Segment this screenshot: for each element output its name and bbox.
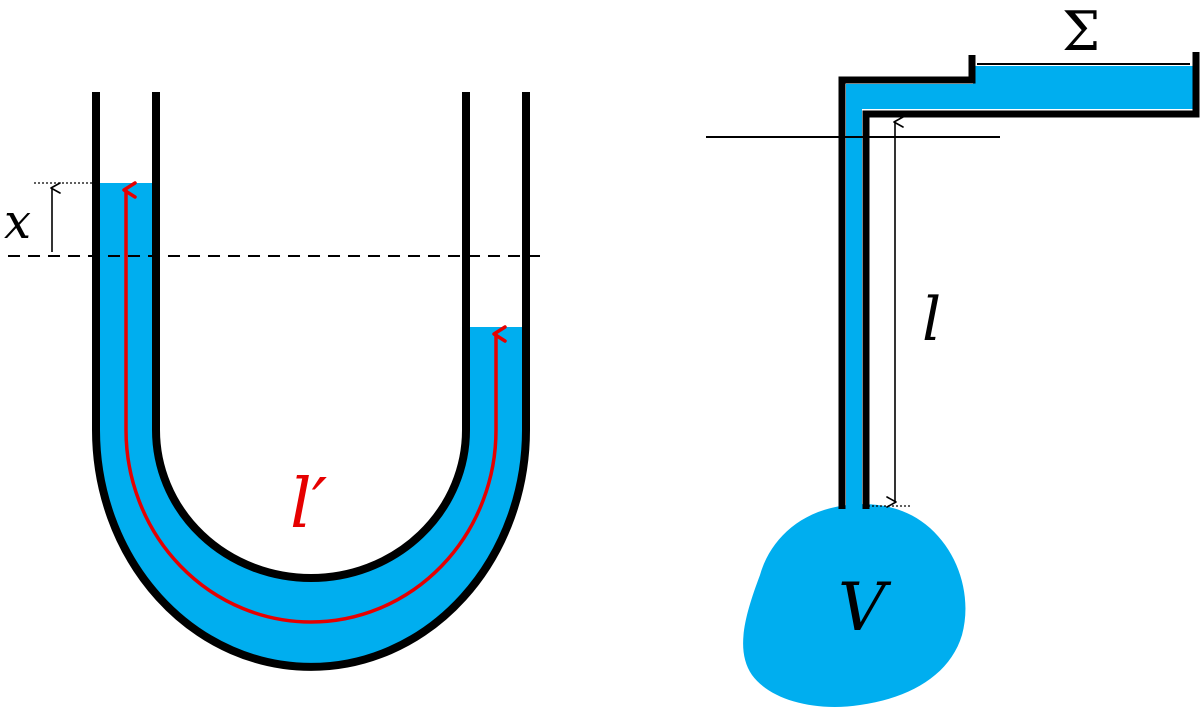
u-tube-length-label: l′	[290, 465, 328, 544]
neck-length-label: l	[922, 285, 941, 355]
neck-left-wall	[838, 55, 976, 509]
flask-bulb	[743, 504, 966, 707]
u-tube	[92, 92, 530, 671]
neck-right-wall	[862, 52, 1200, 509]
cross-section-label: Σ	[1062, 0, 1100, 63]
displacement-label: x	[4, 194, 31, 250]
u-tube-length-arrow	[124, 325, 507, 624]
u-tube-inner-wall	[152, 92, 470, 582]
neck-liquid	[846, 66, 1193, 507]
flask-apparatus	[743, 52, 1200, 707]
u-tube-outer-wall	[92, 92, 530, 671]
u-tube-liquid	[96, 183, 526, 667]
volume-label: V	[838, 569, 892, 646]
